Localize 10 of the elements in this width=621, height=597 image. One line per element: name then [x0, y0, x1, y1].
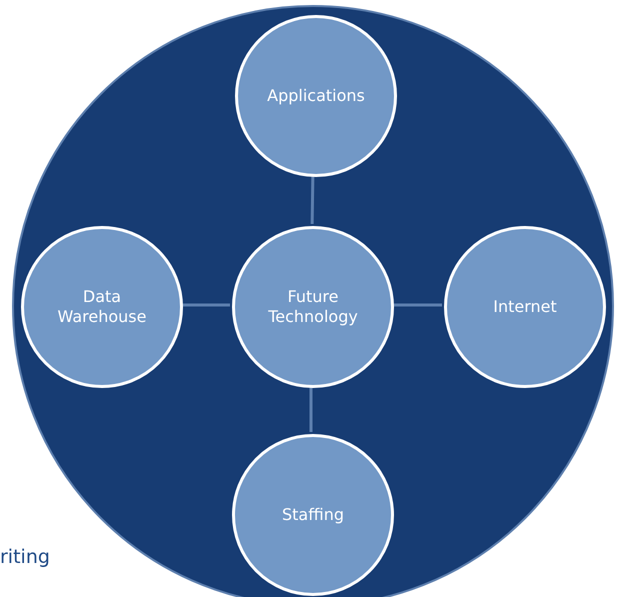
node-label: Internet	[493, 297, 557, 317]
text-fragment: riting	[0, 546, 50, 568]
node-label: Future Technology	[267, 287, 359, 327]
node-label: Staffing	[282, 505, 344, 525]
node-label: Data Warehouse	[56, 287, 148, 327]
connector-line	[181, 304, 230, 306]
connector-line	[392, 304, 442, 306]
connector-line	[310, 386, 312, 432]
connector-line	[310, 174, 314, 224]
node-label: Applications	[267, 86, 365, 106]
